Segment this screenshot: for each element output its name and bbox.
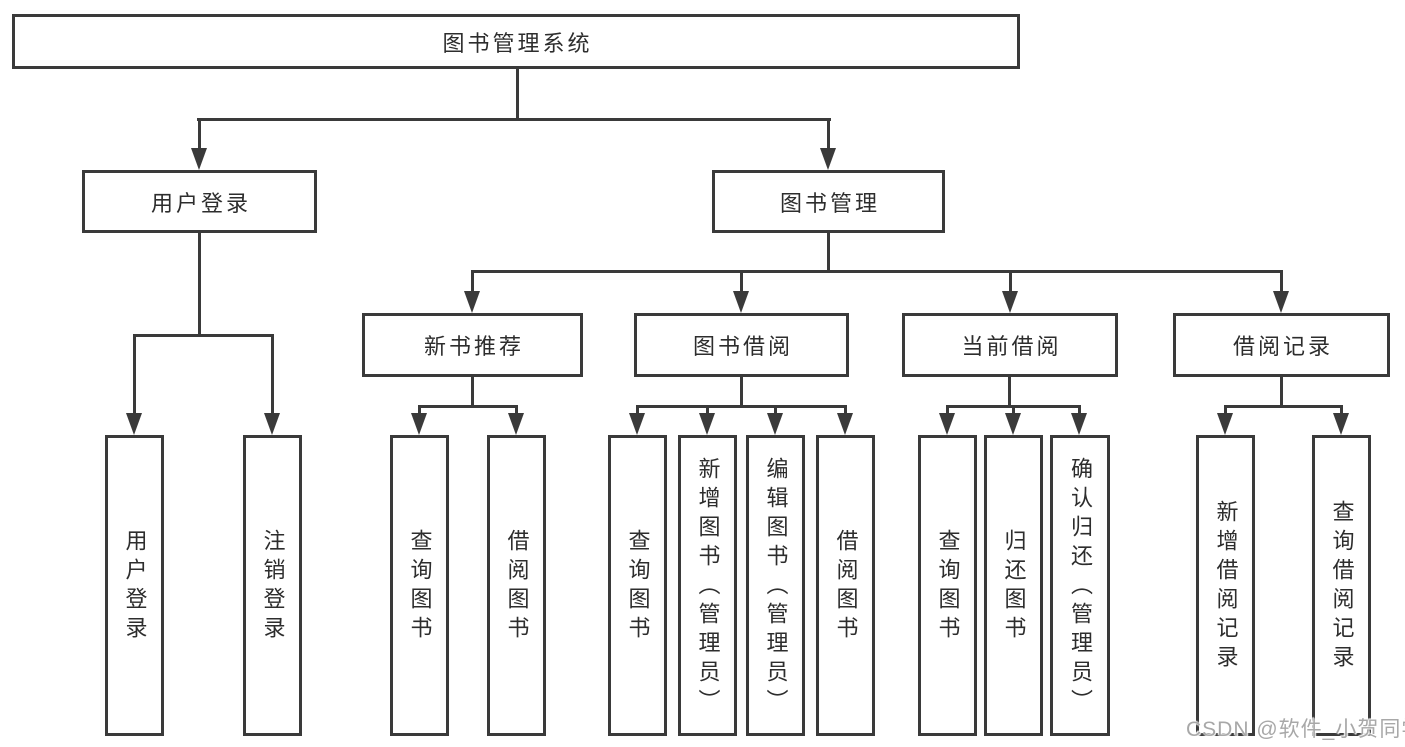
node-user-login: 用户登录 [82, 170, 317, 233]
arrowhead-down-icon [699, 413, 715, 435]
leaf-user-login: 用户登录 [105, 435, 164, 736]
connector-shaft [774, 405, 777, 417]
leaf-label: 新增借阅记录 [1213, 500, 1239, 674]
leaf-add-books-admin: 新增图书（管理员） [678, 435, 737, 736]
arrowhead-down-icon [629, 413, 645, 435]
connector-shaft [1009, 270, 1012, 294]
node-book-management: 图书管理 [712, 170, 945, 233]
arrowhead-down-icon [1005, 413, 1021, 435]
leaf-borrow-books-recommend: 借阅图书 [487, 435, 546, 736]
csdn-watermark: CSDN @软件_小贺同学 [1186, 718, 1405, 741]
arrowhead-down-icon [1002, 291, 1018, 313]
connector-shaft [418, 405, 421, 417]
arrowhead-down-icon [939, 413, 955, 435]
connector-shaft [471, 270, 474, 294]
connector-level3-branch [471, 270, 1283, 273]
arrowhead-down-icon [126, 413, 142, 435]
leaf-label: 用户登录 [122, 529, 148, 645]
connector-new-books-stub [471, 375, 474, 408]
connector-shaft [133, 334, 136, 419]
connector-shaft [1280, 270, 1283, 294]
arrowhead-down-icon [1217, 413, 1233, 435]
node-book-borrow: 图书借阅 [634, 313, 849, 377]
leaf-query-books-borrow: 查询图书 [608, 435, 667, 736]
arrowhead-down-icon [464, 291, 480, 313]
connector-shaft [636, 405, 639, 417]
connector-shaft [271, 334, 274, 419]
connector-root-stub [516, 69, 519, 121]
arrowhead-down-icon [820, 148, 836, 170]
connector-shaft [1340, 405, 1343, 417]
arrowhead-down-icon [508, 413, 524, 435]
leaf-label: 注销登录 [260, 529, 286, 645]
connector-borrow-records-branch [1224, 405, 1343, 408]
arrowhead-down-icon [1333, 413, 1349, 435]
connector-shaft [706, 405, 709, 417]
leaf-add-borrow-record: 新增借阅记录 [1196, 435, 1255, 736]
leaf-confirm-return-admin: 确认归还（管理员） [1050, 435, 1110, 736]
connector-shaft [515, 405, 518, 417]
connector-user-login-branch [133, 334, 274, 337]
connector-level2-branch [197, 118, 831, 121]
arrowhead-down-icon [1273, 291, 1289, 313]
connector-shaft [1224, 405, 1227, 417]
arrowhead-down-icon [1071, 413, 1087, 435]
arrowhead-down-icon [264, 413, 280, 435]
arrowhead-down-icon [191, 148, 207, 170]
leaf-label: 借阅图书 [504, 529, 530, 645]
leaf-label: 借阅图书 [833, 529, 859, 645]
leaf-logout: 注销登录 [243, 435, 302, 736]
arrowhead-down-icon [411, 413, 427, 435]
connector-shaft [740, 270, 743, 294]
leaf-query-books-current: 查询图书 [918, 435, 977, 736]
leaf-label: 编辑图书（管理员） [763, 456, 789, 718]
connector-shaft [198, 118, 201, 155]
connector-shaft [946, 405, 949, 417]
connector-shaft [844, 405, 847, 417]
leaf-query-books-recommend: 查询图书 [390, 435, 449, 736]
connector-book-mgmt-stub [827, 231, 830, 272]
leaf-edit-books-admin: 编辑图书（管理员） [746, 435, 805, 736]
connector-current-borrow-stub [1008, 375, 1011, 408]
arrowhead-down-icon [767, 413, 783, 435]
leaf-label: 查询借阅记录 [1329, 500, 1355, 674]
arrowhead-down-icon [837, 413, 853, 435]
leaf-label: 查询图书 [625, 529, 651, 645]
node-library-management-system: 图书管理系统 [12, 14, 1020, 69]
leaf-query-borrow-record: 查询借阅记录 [1312, 435, 1371, 736]
arrowhead-down-icon [733, 291, 749, 313]
connector-shaft [1078, 405, 1081, 417]
leaf-label: 查询图书 [407, 529, 433, 645]
connector-shaft [1012, 405, 1015, 417]
leaf-label: 查询图书 [935, 529, 961, 645]
connector-user-login-stub [198, 231, 201, 336]
connector-book-borrow-branch [636, 405, 847, 408]
node-current-borrow: 当前借阅 [902, 313, 1118, 377]
node-new-book-recommend: 新书推荐 [362, 313, 583, 377]
connector-book-borrow-stub [740, 375, 743, 408]
node-borrow-records: 借阅记录 [1173, 313, 1390, 377]
leaf-return-books: 归还图书 [984, 435, 1043, 736]
connector-new-books-branch [418, 405, 518, 408]
leaf-label: 归还图书 [1001, 529, 1027, 645]
connector-borrow-records-stub [1280, 375, 1283, 408]
connector-shaft [827, 118, 830, 155]
leaf-borrow-books: 借阅图书 [816, 435, 875, 736]
leaf-label: 确认归还（管理员） [1068, 456, 1093, 718]
leaf-label: 新增图书（管理员） [695, 456, 721, 718]
